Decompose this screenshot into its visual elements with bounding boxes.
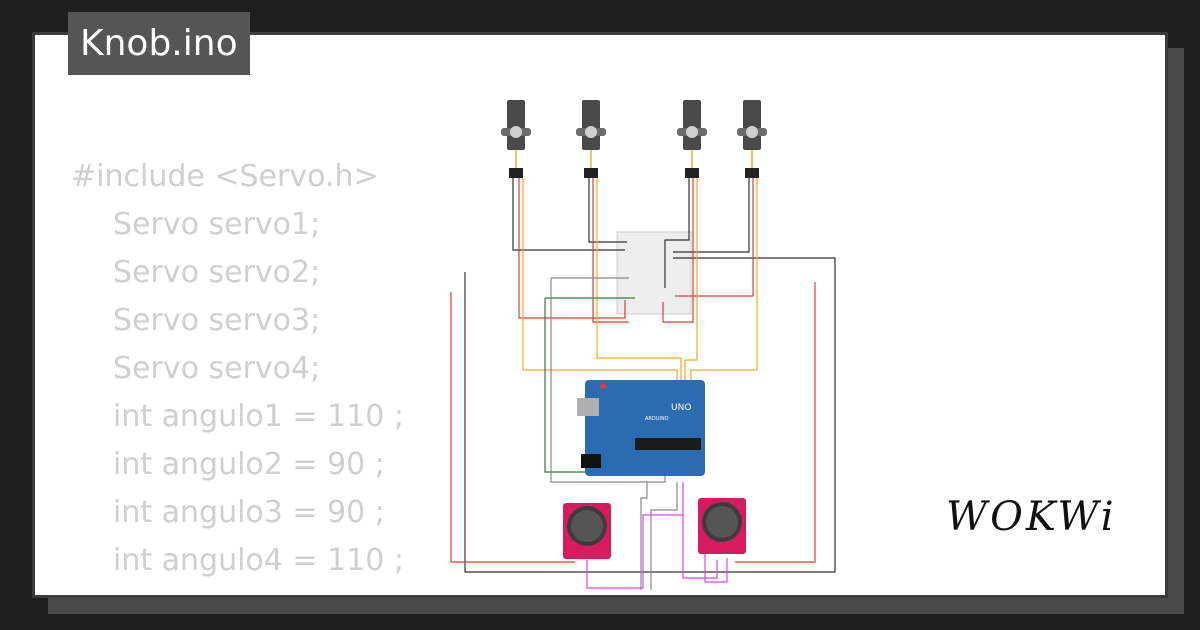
code-line: Servo servo1;: [113, 207, 321, 242]
code-line: int angulo4 = 110 ;: [113, 543, 404, 578]
code-line: Servo servo2;: [113, 255, 321, 290]
circuit-diagram: UNO ARDUINO: [450, 100, 836, 590]
code-line: #include <Servo.h>: [71, 159, 379, 194]
joystick-right: [698, 498, 746, 554]
code-line: Servo servo4;: [113, 351, 321, 386]
project-title: Knob.ino: [68, 12, 250, 75]
preview-card: #include <Servo.h> Servo servo1; Servo s…: [32, 32, 1168, 598]
breadboard: [616, 231, 692, 315]
arduino-board: UNO ARDUINO: [577, 380, 705, 476]
board-model-label: UNO: [671, 403, 691, 413]
code-line: int angulo3 = 90 ;: [113, 495, 385, 530]
code-snippet: #include <Servo.h> Servo servo1; Servo s…: [71, 153, 404, 585]
servo-2: [576, 100, 606, 178]
servo-1: [501, 100, 531, 178]
code-line: int angulo2 = 90 ;: [113, 447, 385, 482]
code-line: int angulo1 = 110 ;: [113, 399, 404, 434]
servo-3: [677, 100, 707, 178]
code-line: Servo servo3;: [113, 303, 321, 338]
servo-4: [737, 100, 767, 178]
wokwi-logo: WOKWi: [946, 494, 1117, 540]
joystick-left: [563, 503, 611, 559]
board-brand-label: ARDUINO: [645, 416, 669, 422]
